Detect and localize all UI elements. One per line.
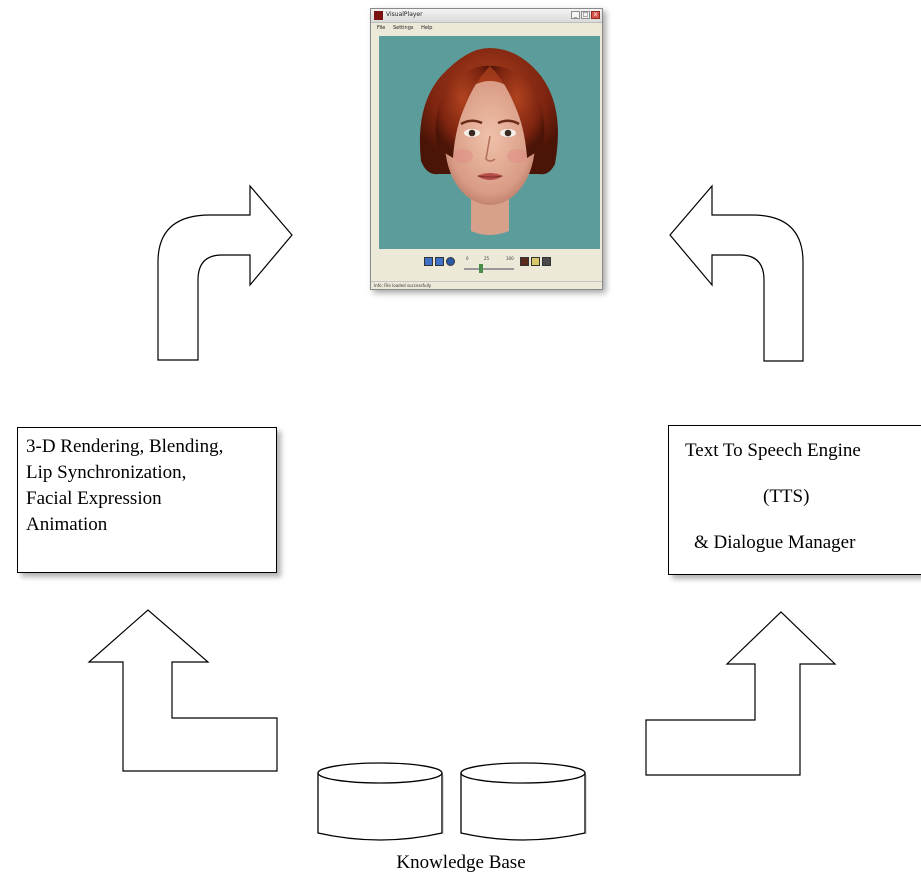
arrow-kb-to-tts bbox=[645, 611, 837, 776]
avatar-face-image bbox=[419, 48, 558, 235]
rendering-line-2: Lip Synchronization, bbox=[26, 462, 187, 483]
close-button[interactable]: x bbox=[591, 11, 600, 19]
app-icon bbox=[374, 11, 383, 20]
rendering-line-4: Animation bbox=[26, 514, 108, 535]
menu-settings[interactable]: Settings bbox=[392, 25, 414, 31]
avatar-player-window: VisualPlayer _ □ x File Settings Help bbox=[370, 8, 603, 290]
player-title: VisualPlayer bbox=[386, 11, 423, 18]
play-button[interactable] bbox=[424, 257, 433, 266]
player-statusbar: Info: File loaded successfully bbox=[371, 281, 602, 289]
tts-line-3: & Dialogue Manager bbox=[694, 532, 856, 553]
rendering-line-3: Facial Expression bbox=[26, 488, 162, 509]
rendering-line-1: 3-D Rendering, Blending, bbox=[26, 436, 224, 457]
record-button[interactable] bbox=[446, 257, 455, 266]
minimize-button[interactable]: _ bbox=[571, 11, 580, 19]
arrow-rendering-to-player bbox=[157, 184, 293, 361]
rendering-box: 3-D Rendering, Blending, Lip Synchroniza… bbox=[17, 427, 277, 573]
tts-box: Text To Speech Engine (TTS) & Dialogue M… bbox=[668, 425, 921, 575]
camera-button[interactable] bbox=[542, 257, 551, 266]
player-menubar: File Settings Help bbox=[371, 23, 602, 33]
timeline-slider-thumb[interactable] bbox=[479, 264, 483, 273]
readout-max: 100 bbox=[506, 256, 514, 261]
menu-help[interactable]: Help bbox=[421, 25, 433, 31]
timeline-slider-track[interactable] bbox=[464, 268, 514, 270]
tts-line-1: Text To Speech Engine bbox=[685, 440, 861, 461]
stop-button[interactable] bbox=[435, 257, 444, 266]
player-controls: 0 25 100 bbox=[371, 252, 602, 278]
avatar-select-button[interactable] bbox=[520, 257, 529, 266]
menu-file[interactable]: File bbox=[377, 25, 386, 31]
knowledge-base-label: Knowledge Base bbox=[396, 852, 526, 873]
maximize-button[interactable]: □ bbox=[581, 11, 590, 19]
arrow-kb-to-rendering bbox=[87, 609, 278, 772]
readout-mid: 25 bbox=[484, 256, 490, 261]
light-button[interactable] bbox=[531, 257, 540, 266]
avatar-viewport bbox=[379, 36, 600, 249]
tts-line-2: (TTS) bbox=[763, 486, 810, 507]
player-titlebar: VisualPlayer _ □ x bbox=[371, 9, 602, 23]
database-left-icon bbox=[317, 762, 444, 841]
readout-min: 0 bbox=[466, 256, 469, 261]
arrow-tts-to-player bbox=[669, 184, 804, 362]
database-right-icon bbox=[460, 762, 587, 841]
